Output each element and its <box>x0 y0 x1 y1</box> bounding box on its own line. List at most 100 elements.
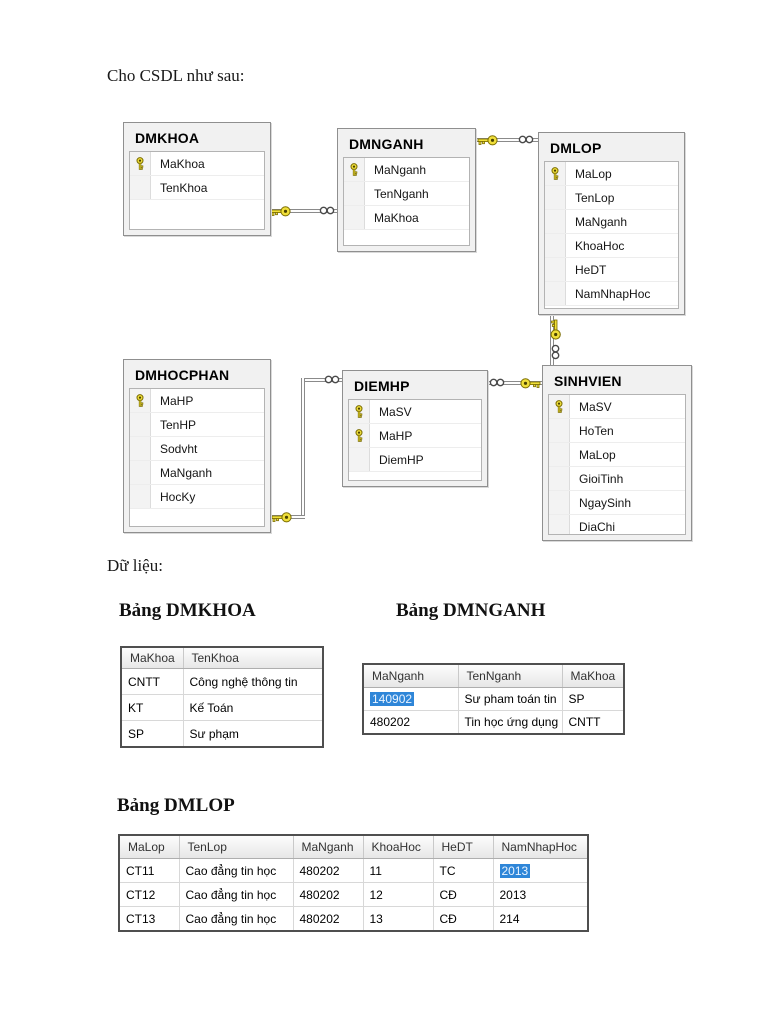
cell: Cao đẳng tin học <box>178 906 294 932</box>
field-name: HocKy <box>160 489 196 504</box>
field-row: MaHP <box>130 389 264 413</box>
heading-bang-dmlop: Bảng DMLOP <box>117 795 235 816</box>
field-name: TenLop <box>575 190 615 205</box>
cell: 11 <box>362 858 434 883</box>
primary-key-icon <box>349 400 370 423</box>
cell: Sư phạm <box>182 720 324 748</box>
primary-key-icon <box>545 234 566 257</box>
cell: CĐ <box>432 906 494 932</box>
field-name: MaHP <box>379 428 413 443</box>
field-name: MaLop <box>575 166 612 181</box>
selected-cell-value: 140902 <box>370 692 415 706</box>
cell: 2013 <box>492 858 589 883</box>
field-row: TenHP <box>130 413 264 437</box>
primary-key-icon <box>549 443 570 466</box>
field-name: MaNganh <box>374 162 427 177</box>
field-name: MaKhoa <box>374 210 419 225</box>
entity-title: DIEMHP <box>354 378 410 394</box>
entity-dmhocphan: DMHOCPHAN MaHP TenHP Sodvht <box>123 359 271 533</box>
entity-field-list: MaSV HoTen MaLop GioiTinh <box>548 394 686 535</box>
field-row: MaSV <box>549 395 685 419</box>
column-header: TenNganh <box>457 663 563 688</box>
cell: KT <box>120 694 184 721</box>
field-name: HoTen <box>579 423 614 438</box>
primary-key-icon <box>549 395 570 418</box>
entity-field-list: MaLop TenLop MaNganh KhoaHoc <box>544 161 679 309</box>
key-icon <box>269 205 291 218</box>
column-header: NamNhapHoc <box>492 834 589 859</box>
key-icon <box>549 318 562 340</box>
primary-key-icon <box>545 258 566 281</box>
cell: Kế Toán <box>182 694 324 721</box>
primary-key-icon <box>549 491 570 514</box>
key-icon <box>520 377 542 390</box>
primary-key-icon <box>344 158 365 181</box>
relationship-line-dmkhoa-dmnganh <box>268 209 337 213</box>
cell: CNTT <box>120 668 184 695</box>
cell: Công nghệ thông tin <box>182 668 324 695</box>
primary-key-icon <box>549 419 570 442</box>
entity-title: DMLOP <box>550 140 602 156</box>
field-name: Sodvht <box>160 441 198 456</box>
field-row: MaNganh <box>545 210 678 234</box>
field-row: NamNhapHoc <box>545 282 678 306</box>
entity-title: DMKHOA <box>135 130 200 146</box>
cell: 480202 <box>292 906 364 932</box>
cell: Tin học ứng dụng <box>457 710 563 735</box>
column-header: TenLop <box>178 834 294 859</box>
key-icon <box>270 511 292 524</box>
heading-bang-dmnganh: Bảng DMNGANH <box>396 600 546 621</box>
field-row: TenNganh <box>344 182 469 206</box>
field-name: TenHP <box>160 417 197 432</box>
cell: 480202 <box>292 858 364 883</box>
heading-bang-dmkhoa: Bảng DMKHOA <box>119 600 256 621</box>
field-row: HeDT <box>545 258 678 282</box>
cell: 2013 <box>492 882 589 907</box>
cell: 140902 <box>362 687 459 711</box>
cell: CNTT <box>561 710 625 735</box>
primary-key-icon <box>130 485 151 508</box>
field-name: MaLop <box>579 447 616 462</box>
primary-key-icon <box>130 152 151 175</box>
column-header: MaKhoa <box>561 663 625 688</box>
field-name: MaSV <box>579 399 612 414</box>
field-row: MaLop <box>545 162 678 186</box>
field-row: DiemHP <box>349 448 481 472</box>
cell: 214 <box>492 906 589 932</box>
cell: CT13 <box>118 906 180 932</box>
entity-dmkhoa: DMKHOA MaKhoa TenKhoa <box>123 122 271 236</box>
cell: Cao đẳng tin học <box>178 882 294 907</box>
field-row: TenKhoa <box>130 176 264 200</box>
field-name: HeDT <box>575 262 607 277</box>
infinity-icon <box>319 206 335 215</box>
infinity-icon <box>489 378 505 387</box>
field-name: MaKhoa <box>160 156 205 171</box>
key-icon <box>476 134 498 147</box>
field-name: TenNganh <box>374 186 429 201</box>
column-header: HeDT <box>432 834 494 859</box>
field-name: TenKhoa <box>160 180 208 195</box>
primary-key-icon <box>349 424 370 447</box>
entity-diemhp: DIEMHP MaSV MaHP DiemHP <box>342 370 488 487</box>
field-row: TenLop <box>545 186 678 210</box>
relationship-line-dmhocphan-diemhp-seg1 <box>303 378 342 382</box>
field-name: NamNhapHoc <box>575 286 651 301</box>
column-header: MaNganh <box>362 663 459 688</box>
field-name: NgaySinh <box>579 495 632 510</box>
column-header: MaKhoa <box>120 646 184 669</box>
cell: 12 <box>362 882 434 907</box>
column-header: MaLop <box>118 834 180 859</box>
entity-dmnganh: DMNGANH MaNganh TenNganh MaKh <box>337 128 476 252</box>
primary-key-icon <box>545 210 566 233</box>
entity-title: DMNGANH <box>349 136 424 152</box>
field-row: HocKy <box>130 485 264 509</box>
cell: CT11 <box>118 858 180 883</box>
field-name: MaSV <box>379 404 412 419</box>
